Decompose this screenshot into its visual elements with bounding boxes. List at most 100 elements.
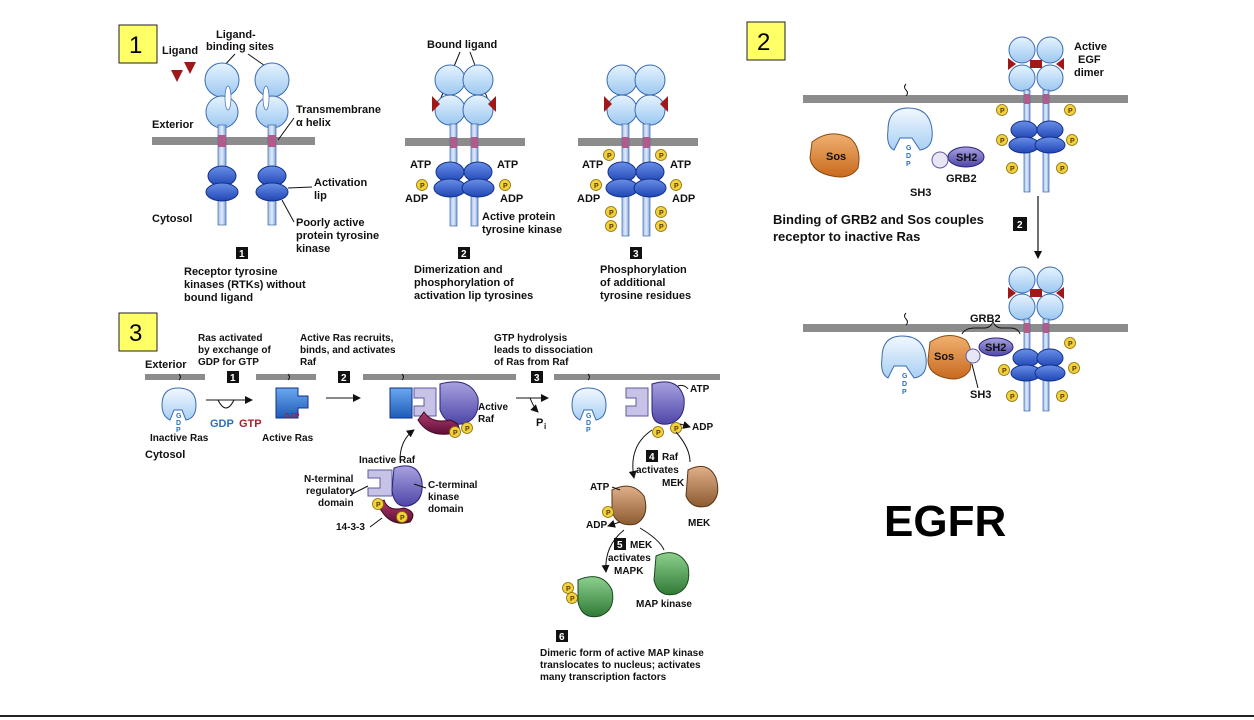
activation-lip-label-2: lip	[314, 190, 327, 202]
phosphate-group: P	[1064, 104, 1076, 116]
membrane	[152, 137, 315, 145]
exterior-label: Exterior	[152, 119, 194, 131]
step-1-caption-1: Receptor tyrosine	[184, 266, 278, 278]
adp-label: ADP	[500, 193, 523, 205]
raf-activates-3: MEK	[662, 478, 685, 489]
p3-step-6: 6	[559, 632, 565, 643]
phosphate-group: P	[655, 206, 667, 218]
svg-text:P: P	[1072, 366, 1077, 373]
active-kinase-label-2: tyrosine kinase	[482, 224, 562, 236]
phosphate-group: P	[562, 582, 574, 594]
gdp-letter: P	[176, 427, 181, 434]
sh2-label: SH2	[985, 342, 1006, 354]
mek-label: MEK	[688, 518, 711, 529]
active-raf	[625, 381, 685, 425]
ligand-triangle	[171, 70, 183, 82]
svg-text:P: P	[609, 224, 614, 231]
poorly-active-label-2: protein tyrosine	[296, 230, 379, 242]
gtp-in-label: GTP	[239, 418, 262, 430]
step-1-caption-3: bound ligand	[184, 292, 253, 304]
svg-text:P: P	[659, 210, 664, 217]
svg-text:P: P	[1068, 108, 1073, 115]
step-1-caption-2: kinases (RTKs) without	[184, 279, 306, 291]
phosphate-group: P	[1006, 162, 1018, 174]
phosphate-group: P	[652, 426, 664, 438]
gdp-letter: G	[906, 145, 912, 152]
dimeric-3: many transcription factors	[540, 672, 667, 683]
egf-dimer	[1008, 36, 1066, 193]
ras-inactive	[571, 387, 607, 421]
atp-label: ATP	[690, 384, 710, 395]
n-terminal-1: N-terminal	[304, 474, 354, 485]
gdp-letter: D	[906, 153, 911, 160]
active-dimer-label-1: Active	[1074, 41, 1107, 53]
step-1-number: 1	[239, 249, 245, 260]
active-ras-label: Active Ras	[262, 433, 314, 444]
gdp-letter: G	[902, 373, 908, 380]
ras-raf-complex	[389, 381, 479, 435]
phosphate-group: P	[655, 220, 667, 232]
svg-text:P: P	[503, 183, 508, 190]
step-badge	[556, 630, 568, 642]
phosphate-group: P	[998, 364, 1010, 376]
phosphate-group: P	[1006, 390, 1018, 402]
svg-text:P: P	[465, 426, 470, 433]
mek-activates-1: MEK	[630, 540, 653, 551]
membrane	[578, 138, 698, 146]
c-terminal-1: C-terminal	[428, 480, 478, 491]
svg-text:P: P	[606, 510, 611, 517]
svg-text:P: P	[659, 224, 664, 231]
receptor-monomer	[254, 62, 290, 226]
svg-text:P: P	[453, 430, 458, 437]
ras-active	[275, 387, 309, 419]
panel-1-number-box	[118, 24, 158, 64]
step-badge	[236, 247, 248, 259]
step-badge	[646, 450, 658, 462]
phosphate-group: P	[1056, 162, 1068, 174]
grb2-label: GRB2	[946, 173, 977, 185]
phosphate-group: P	[670, 422, 682, 434]
step-2-caption-1: Dimerization and	[414, 264, 503, 276]
step-badge	[531, 371, 543, 383]
phosphate-group: P	[1056, 390, 1068, 402]
atp-label: ATP	[582, 159, 603, 171]
active-raf-label-2: Raf	[478, 414, 495, 425]
map-kinase-label: MAP kinase	[636, 599, 692, 610]
adp-label: ADP	[577, 193, 600, 205]
phosphate-group: P	[1064, 337, 1076, 349]
svg-text:P: P	[1068, 341, 1073, 348]
panel-2: 2 P P P P P P Active EGF dimer	[746, 21, 1128, 412]
transmembrane-label-2: α helix	[296, 117, 332, 129]
membrane	[554, 374, 720, 380]
phosphate-group: P	[499, 179, 511, 191]
adp-label: ADP	[586, 520, 607, 531]
gdp-letter: D	[902, 381, 907, 388]
binding-caption-1: Binding of GRB2 and Sos couples	[773, 212, 984, 227]
binding-caption-2: receptor to inactive Ras	[773, 229, 920, 244]
svg-text:P: P	[400, 515, 405, 522]
egf-dimer	[1008, 266, 1066, 412]
sos-protein	[927, 335, 972, 380]
adp-label: ADP	[692, 422, 713, 433]
transmembrane-label-1: Transmembrane	[296, 104, 381, 116]
svg-text:P: P	[420, 183, 425, 190]
phosphate-group: P	[603, 149, 615, 161]
mek-activates-3: MAPK	[614, 566, 644, 577]
page-title: EGFR	[884, 497, 1006, 546]
sh3-label: SH3	[970, 389, 991, 401]
panel-1: 1 Ligand Ligand- binding sites Exterior …	[118, 24, 698, 304]
ras-inactive	[161, 387, 197, 421]
receptor-dimer	[432, 64, 496, 227]
gdp-letter: D	[176, 420, 181, 427]
phosphate-group: P	[461, 422, 473, 434]
step-2-caption-3: activation lip tyrosines	[414, 290, 533, 302]
ras-activated-2: by exchange of	[198, 345, 271, 356]
membrane	[803, 95, 1128, 103]
activation-lip-label-1: Activation	[314, 177, 367, 189]
gdp-letter: P	[902, 389, 907, 396]
mek-activates-2: activates	[608, 553, 651, 564]
svg-text:P: P	[1010, 394, 1015, 401]
step-3-caption-1: Phosphorylation	[600, 264, 687, 276]
dimeric-1: Dimeric form of active MAP kinase	[540, 648, 704, 659]
phosphate-group: P	[1066, 134, 1078, 146]
